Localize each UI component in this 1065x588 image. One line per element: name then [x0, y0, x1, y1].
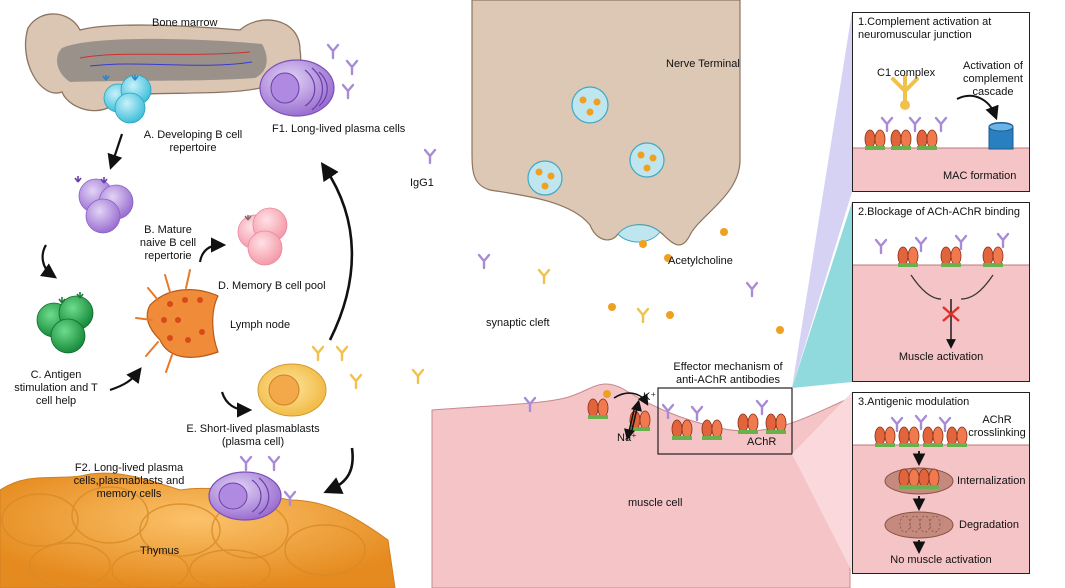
acetylcholine-label: Acetylcholine: [668, 255, 733, 267]
panel-complement: 1.Complement activation at neuromuscular…: [852, 12, 1030, 192]
internalization-label: Internalization: [957, 475, 1026, 487]
k-ion-label: K⁺: [643, 391, 657, 403]
memory-pool-label: D. Memory B cell pool: [218, 280, 326, 292]
panel2-title: 2.Blockage of ACh-AChR binding: [858, 206, 1021, 218]
degradation-label: Degradation: [959, 519, 1019, 531]
nerve-terminal-label: Nerve Terminal: [666, 58, 740, 70]
panel-blockage: 2.Blockage of ACh-AChR binding Muscle ac…: [852, 202, 1030, 382]
c1-complex-label: C1 complex: [877, 67, 936, 79]
bone-marrow-shape: [24, 13, 302, 112]
lymph-node-shape: [135, 269, 219, 373]
muscle-cell-label: muscle cell: [628, 497, 683, 509]
antigen-stimulation-label: C. Antigen stimulation and T cell help: [14, 369, 98, 407]
nerve-terminal-shape: [471, 0, 741, 246]
effector-box: [657, 387, 793, 455]
achr-crosslinking-label: AChR crosslinking: [968, 414, 1026, 439]
developing-b-label: A. Developing B cell repertoire: [143, 129, 243, 154]
panel2-canvas: [853, 232, 1029, 381]
thymus-label: Thymus: [140, 545, 180, 557]
igg1-label: IgG1: [410, 177, 434, 189]
muscle-cell-body: [431, 383, 851, 588]
thymus-tissue: [0, 472, 396, 588]
lymph-node-label: Lymph node: [230, 319, 291, 331]
bone-marrow-label: Bone marrow: [152, 17, 218, 29]
muscle-activation-label: Muscle activation: [898, 351, 984, 363]
panel1-canvas: [853, 75, 1029, 191]
panel3-canvas: [853, 414, 1029, 573]
panel3-title: 3.Antigenic modulation: [858, 396, 970, 408]
no-muscle-activation-label: No muscle activation: [890, 554, 992, 566]
panel1-title: 1.Complement activation at neuromuscular…: [858, 16, 992, 41]
na-ion-label: Na⁺: [617, 432, 637, 444]
long-lived-plasma-label: F1. Long-lived plasma cells: [272, 123, 406, 135]
effector-label: Effector mechanism of anti-AChR antibodi…: [673, 361, 783, 386]
activation-cascade-label: Activation of complement cascade: [963, 60, 1023, 98]
f2-label: F2. Long-lived plasma cells,plasmablasts…: [73, 462, 185, 500]
achr-label: AChR: [747, 436, 777, 448]
panel-antigenic: 3.Antigenic modulation AChR crosslinking…: [852, 392, 1030, 574]
mature-naive-label: B. Mature naive B cell repertorie: [139, 224, 197, 262]
short-lived-label: E. Short-lived plasmablasts (plasma cell…: [186, 423, 320, 448]
synaptic-cleft-label: synaptic cleft: [486, 317, 550, 329]
mac-formation-label: MAC formation: [943, 170, 1017, 182]
